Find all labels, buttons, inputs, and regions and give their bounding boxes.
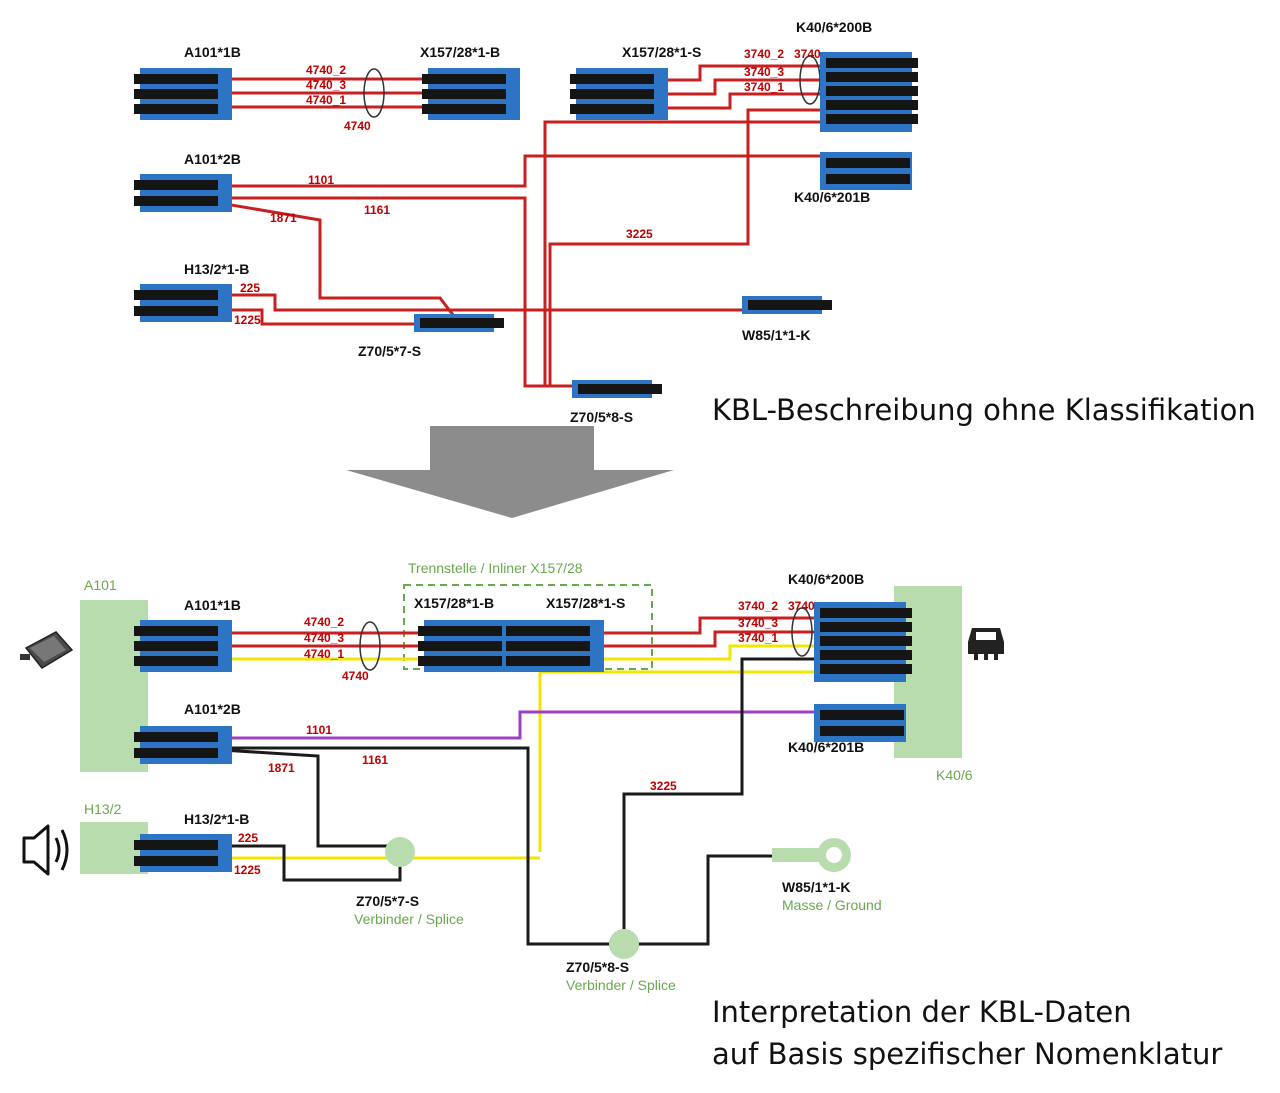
top-wire-1871: 1871 (270, 211, 297, 225)
component-a101-label: A101 (84, 577, 117, 593)
top-wire-1225: 1225 (234, 313, 261, 327)
bottom-wire-1101: 1101 (306, 723, 332, 737)
bottom-a101-1b-label: A101*1B (184, 597, 241, 613)
inliner-label: Trennstelle / Inliner X157/28 (408, 560, 583, 576)
bottom-diagram: A101 H13/2 K40/6 Trennstelle / Inliner X… (20, 560, 1004, 993)
bottom-bundle-3740: 3740 (788, 599, 815, 613)
caption-bottom-line2: auf Basis spezifischer Nomenklatur (712, 1037, 1222, 1071)
bottom-h13-b-label: H13/2*1-B (184, 811, 249, 827)
bottom-ground-label: Masse / Ground (782, 897, 882, 913)
top-k40-200b-label: K40/6*200B (796, 19, 872, 35)
bottom-k40-201b-label: K40/6*201B (788, 739, 864, 755)
top-wires (189, 64, 824, 388)
bottom-wire-3740-1: 3740_1 (738, 631, 778, 645)
bottom-z70-8-label: Z70/5*8-S (566, 959, 629, 975)
bottom-wire-1871: 1871 (268, 761, 295, 775)
bottom-wire-1161: 1161 (362, 753, 388, 767)
top-wire-4740-3: 4740_3 (306, 78, 346, 92)
bottom-x157-s-label: X157/28*1-S (546, 595, 625, 611)
top-x157-b-label: X157/28*1-B (420, 44, 500, 60)
top-a101-1b-label: A101*1B (184, 44, 241, 60)
top-wire-3740-3: 3740_3 (744, 65, 784, 79)
top-bundle-4740: 4740 (344, 119, 371, 133)
bottom-wire-3225: 3225 (650, 779, 677, 793)
bottom-wire-1225: 1225 (234, 863, 261, 877)
bottom-wire-225: 225 (238, 831, 258, 845)
caption-bottom-line1: Interpretation der KBL-Daten (712, 995, 1132, 1029)
component-k40-label: K40/6 (936, 767, 973, 783)
bottom-wire-4740-1: 4740_1 (304, 647, 344, 661)
splice-z70-8 (609, 929, 639, 959)
bottom-w85-label: W85/1*1-K (782, 879, 850, 895)
bottom-a101-2b-label: A101*2B (184, 701, 241, 717)
ecu-module-icon (20, 631, 74, 669)
transform-arrow (346, 426, 674, 518)
splice-z70-7 (385, 837, 415, 867)
bottom-z70-7-splice-label: Verbinder / Splice (354, 911, 464, 927)
top-k40-201b-label: K40/6*201B (794, 189, 870, 205)
bottom-wire-4740-2: 4740_2 (304, 615, 344, 629)
relay-module-icon (968, 628, 1004, 660)
top-wire-3740-1: 3740_1 (744, 80, 784, 94)
component-a101-box (80, 600, 148, 772)
top-w85-label: W85/1*1-K (742, 327, 810, 343)
top-bundle-3740: 3740 (794, 47, 821, 61)
top-wire-1101: 1101 (308, 173, 334, 187)
top-h13-b-label: H13/2*1-B (184, 261, 249, 277)
top-wire-3225: 3225 (626, 227, 653, 241)
top-x157-s-label: X157/28*1-S (622, 44, 701, 60)
top-wire-4740-2: 4740_2 (306, 63, 346, 77)
top-z70-8-label: Z70/5*8-S (570, 409, 633, 425)
top-a101-2b-label: A101*2B (184, 151, 241, 167)
top-wire-4740-1: 4740_1 (306, 93, 346, 107)
bottom-k40-200b-label: K40/6*200B (788, 571, 864, 587)
bottom-wire-3740-2: 3740_2 (738, 599, 778, 613)
bottom-z70-8-splice-label: Verbinder / Splice (566, 977, 676, 993)
caption-top: KBL-Beschreibung ohne Klassifikation (712, 393, 1256, 427)
ground-ring-terminal-icon (772, 838, 851, 872)
top-wire-3740-2: 3740_2 (744, 47, 784, 61)
top-diagram: A101*1B X157/28*1-B X157/28*1-S K40/6*20… (134, 19, 918, 425)
top-wire-225: 225 (240, 281, 260, 295)
bottom-wire-3740-3: 3740_3 (738, 616, 778, 630)
bottom-x157-b-label: X157/28*1-B (414, 595, 494, 611)
speaker-icon (22, 824, 69, 876)
bottom-z70-7-label: Z70/5*7-S (356, 893, 419, 909)
bottom-wire-4740-3: 4740_3 (304, 631, 344, 645)
component-h13-label: H13/2 (84, 801, 122, 817)
top-z70-7-label: Z70/5*7-S (358, 343, 421, 359)
top-wire-1161: 1161 (364, 203, 390, 217)
bottom-bundle-4740: 4740 (342, 669, 369, 683)
